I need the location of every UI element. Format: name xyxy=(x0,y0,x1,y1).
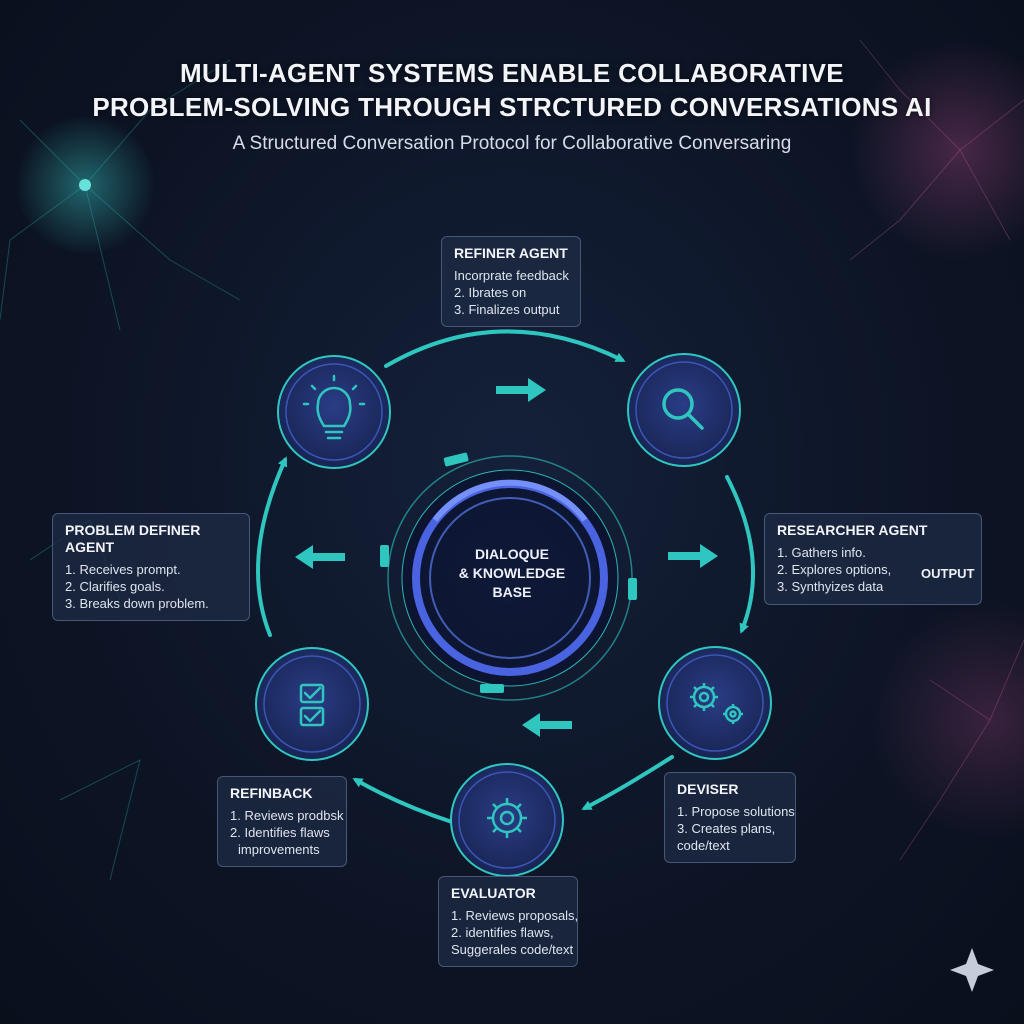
researcher-agent-title: RESEARCHER AGENT xyxy=(777,522,928,538)
refinback-line-3: improvements xyxy=(238,842,320,857)
researcher-line-2: 2. Explores options, xyxy=(777,562,892,577)
hub-label-line-3: BASE xyxy=(492,584,532,600)
arrow-left xyxy=(295,545,345,569)
arrow-right xyxy=(668,544,718,568)
flow-arrows xyxy=(295,378,718,737)
arc-left xyxy=(256,456,288,637)
lightbulb-icon xyxy=(302,374,366,440)
refinback-title: REFINBACK xyxy=(230,785,313,801)
refinback-line-2: 2. Identifies flaws xyxy=(230,825,330,840)
hub-label-line-2: & KNOWLEDGE xyxy=(458,565,566,581)
refiner-agent-card: REFINER AGENT Incorprate feedback 2. Ibr… xyxy=(441,236,581,327)
evaluator-line-2: 2. identifies flaws, xyxy=(451,925,554,940)
hub xyxy=(380,452,637,701)
refiner-agent-line-3: 3. Finalizes output xyxy=(454,302,560,317)
problem-definer-agent-title: PROBLEM DEFINER AGENT xyxy=(65,522,201,555)
title-line-1: MULTI-AGENT SYSTEMS ENABLE COLLABORATIVE xyxy=(180,58,844,88)
arc-bottom-right xyxy=(581,755,674,810)
researcher-line-1: 1. Gathers info. xyxy=(777,545,866,560)
problem-definer-line-2: 2. Clarifies goals. xyxy=(65,579,165,594)
deviser-line-3: code/text xyxy=(677,838,730,853)
arrow-top xyxy=(496,378,546,402)
gears-icon xyxy=(690,683,743,724)
node-top-right xyxy=(627,353,741,467)
title-line-2: PROBLEM-SOLVING THROUGH STRCTURED CONVER… xyxy=(92,92,932,122)
problem-definer-agent-card: PROBLEM DEFINER AGENT 1. Receives prompt… xyxy=(52,513,250,621)
arc-right xyxy=(725,475,756,634)
deviser-title: DEVISER xyxy=(677,781,739,797)
refinback-line-1: 1. Reviews prodbsk xyxy=(230,808,344,823)
node-bottom-right xyxy=(658,646,772,760)
deviser-line-2: 3. Creates plans, xyxy=(677,821,776,836)
arc-bottom-left xyxy=(352,778,454,824)
deviser-card: DEVISER 1. Propose solutions 3. Creates … xyxy=(664,772,796,863)
refiner-agent-line-1: Incorprate feedback xyxy=(454,268,569,283)
evaluator-card: EVALUATOR 1. Reviews proposals, 2. ident… xyxy=(438,876,578,967)
researcher-line-3: 3. Synthyizes data xyxy=(777,579,884,594)
arrow-bottom xyxy=(522,713,572,737)
node-top-left xyxy=(277,355,391,469)
gear-icon xyxy=(487,798,527,838)
evaluator-line-3: Suggerales code/text xyxy=(451,942,574,957)
checklist-icon xyxy=(299,683,325,727)
subtitle: A Structured Conversation Protocol for C… xyxy=(232,133,792,154)
evaluator-title: EVALUATOR xyxy=(451,885,536,901)
refinback-card: REFINBACK 1. Reviews prodbsk 2. Identifi… xyxy=(217,776,347,867)
node-bottom-left xyxy=(255,647,369,761)
researcher-output-label: OUTPUT xyxy=(921,566,975,581)
refiner-agent-title: REFINER AGENT xyxy=(454,245,568,261)
deviser-line-1: 1. Propose solutions xyxy=(677,804,795,819)
cycle-arrows xyxy=(256,329,756,824)
magnifier-icon xyxy=(662,388,704,430)
evaluator-line-1: 1. Reviews proposals, xyxy=(451,908,579,923)
problem-definer-line-1: 1. Receives prompt. xyxy=(65,562,181,577)
node-bottom xyxy=(450,763,564,877)
arc-top xyxy=(384,329,626,368)
problem-definer-line-3: 3. Breaks down problem. xyxy=(65,596,209,611)
refiner-agent-line-2: 2. Ibrates on xyxy=(454,285,527,300)
hub-label-line-1: DIALOQUE xyxy=(475,546,549,562)
hub-label: DIALOQUE & KNOWLEDGE BASE xyxy=(436,545,588,602)
sparkle-icon xyxy=(950,948,994,992)
researcher-agent-card: RESEARCHER AGENT 1. Gathers info. 2. Exp… xyxy=(764,513,982,605)
